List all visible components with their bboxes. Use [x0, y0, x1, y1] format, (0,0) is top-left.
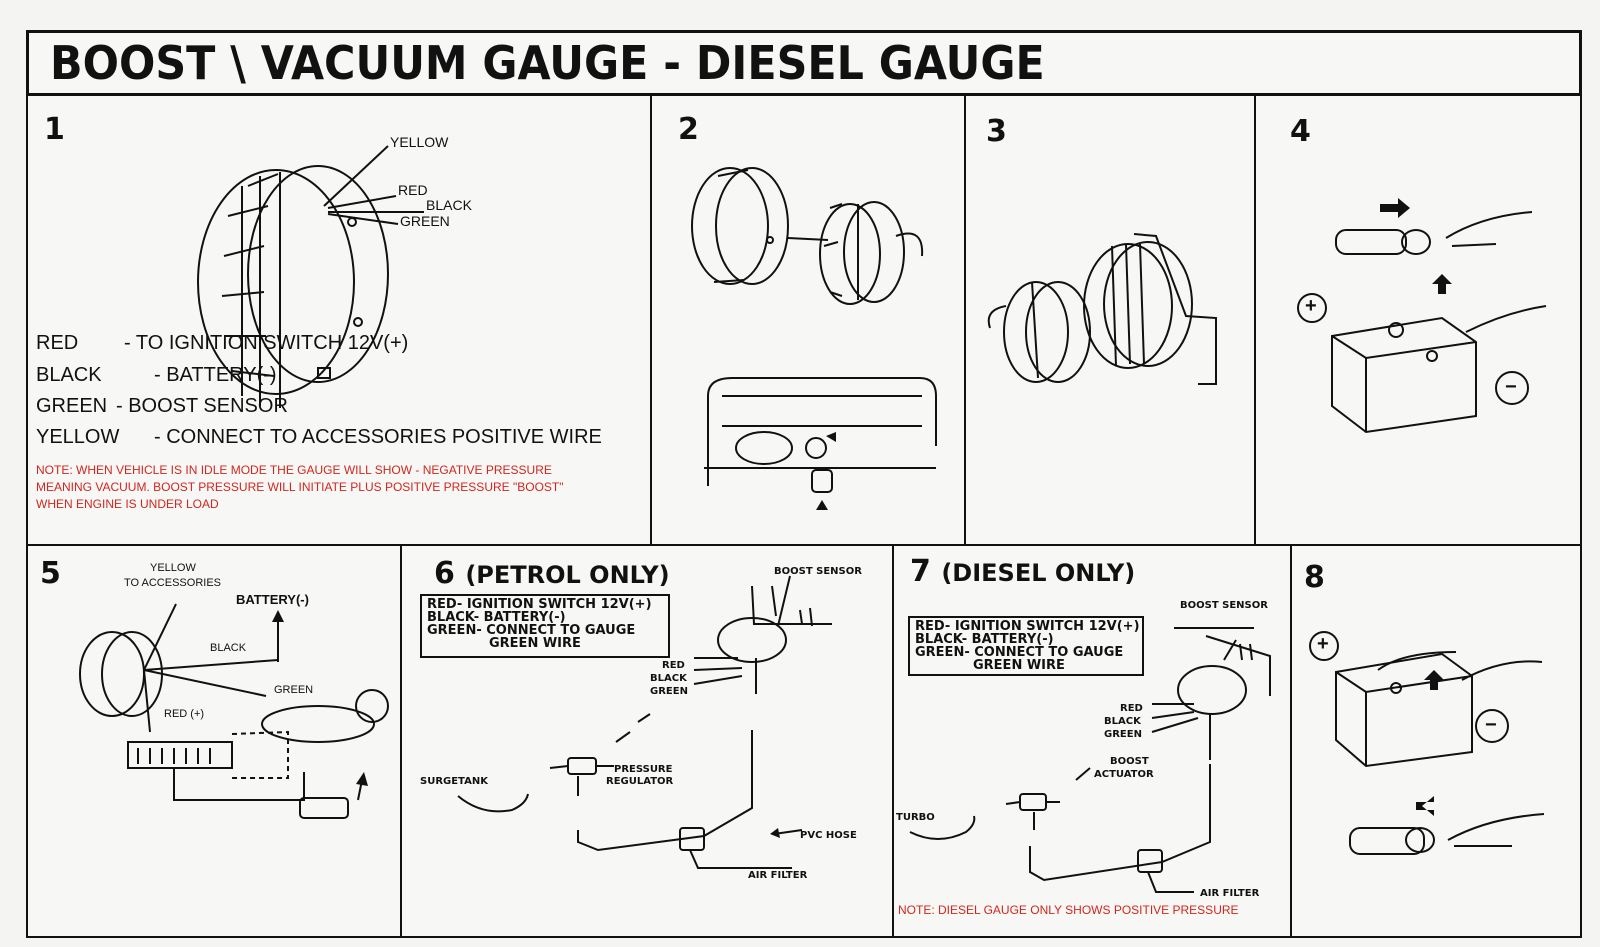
legend-yellow: YELLOW- CONNECT TO ACCESSORIES POSITIVE …	[36, 426, 602, 448]
wiring-diagram	[79, 603, 389, 819]
panel-2: 2	[650, 94, 966, 546]
panel-7: 7 (DIESEL ONLY) RED- IGNITION SWITCH 12V…	[892, 544, 1292, 938]
wire-label-black: BLACK	[426, 197, 472, 213]
diesel-hose-diagram	[909, 627, 1271, 893]
wire-red: RED	[662, 660, 685, 671]
gauge-wiring-illustration	[197, 145, 424, 408]
step-number: 2	[678, 112, 699, 147]
plus-symbol: +	[1317, 633, 1329, 655]
accessories-label: TO ACCESSORIES	[124, 577, 221, 589]
diesel-note: NOTE: DIESEL GAUGE ONLY SHOWS POSITIVE P…	[898, 903, 1239, 917]
bracket-illustration	[987, 233, 1217, 385]
title-bar: BOOST \ VACUUM GAUGE - DIESEL GAUGE	[26, 30, 1582, 96]
yellow-label: YELLOW	[150, 562, 196, 574]
wire-black: BLACK	[650, 673, 687, 684]
panel-6: 6 (PETROL ONLY) RED- IGNITION SWITCH 12V…	[400, 544, 894, 938]
step-number: 5	[40, 556, 61, 591]
battery-label: BATTERY(-)	[236, 592, 309, 607]
battery-reconnect-illustration	[1309, 631, 1545, 855]
wire-green: GREEN	[1104, 729, 1142, 740]
air-filter-label: AIR FILTER	[748, 870, 808, 881]
actuator-label: ACTUATOR	[1094, 769, 1154, 780]
surgetank-label: SURGETANK	[420, 776, 488, 787]
wire-red: RED	[1120, 703, 1143, 714]
boost-sensor-label: BOOST SENSOR	[774, 566, 862, 577]
panel-8: 8 + −	[1290, 544, 1582, 938]
panel-1: 1 YELLOW RED BLACK GREEN RED- TO IGNITIO…	[26, 94, 652, 546]
mounting-illustration	[691, 167, 937, 510]
regulator-label: REGULATOR	[606, 776, 674, 787]
panel-5: 5 YELLOW TO ACCESSORIES BATTERY(-) BLACK…	[26, 544, 402, 938]
air-filter-label: AIR FILTER	[1200, 888, 1260, 899]
petrol-hose-diagram	[457, 575, 832, 869]
step-number: 6 (PETROL ONLY)	[434, 556, 670, 591]
page-title: BOOST \ VACUUM GAUGE - DIESEL GAUGE	[50, 36, 1045, 90]
wire-label-yellow: YELLOW	[390, 134, 449, 150]
battery-disconnect-illustration	[1297, 198, 1547, 434]
idle-mode-note: NOTE: WHEN VEHICLE IS IN IDLE MODE THE G…	[36, 463, 564, 511]
minus-symbol: −	[1505, 376, 1517, 398]
wire-label-green: GREEN	[400, 213, 450, 229]
boost-label: BOOST	[1110, 756, 1149, 767]
boost-sensor-label: BOOST SENSOR	[1180, 600, 1268, 611]
step-number: 4	[1290, 114, 1311, 149]
red-label: RED (+)	[164, 708, 205, 720]
pressure-label: PRESSURE	[614, 764, 673, 775]
step-number: 1	[44, 112, 65, 147]
green-label: GREEN	[274, 684, 314, 696]
black-label: BLACK	[210, 642, 247, 654]
plus-symbol: +	[1305, 295, 1317, 317]
wire-label-red: RED	[398, 182, 428, 198]
legend-green: GREEN- BOOST SENSOR	[36, 395, 288, 417]
minus-symbol: −	[1485, 714, 1497, 736]
step-number: 8	[1304, 560, 1325, 595]
petrol-wiring-box: RED- IGNITION SWITCH 12V(+) BLACK- BATTE…	[420, 594, 670, 658]
diesel-wiring-box: RED- IGNITION SWITCH 12V(+) BLACK- BATTE…	[908, 616, 1144, 676]
panel-3: 3	[964, 94, 1256, 546]
step-number: 3	[986, 114, 1007, 149]
pvc-hose-label: PVC HOSE	[800, 830, 857, 841]
panel-4: 4 + −	[1254, 94, 1582, 546]
step-number: 7 (DIESEL ONLY)	[910, 554, 1136, 589]
wire-black: BLACK	[1104, 716, 1141, 727]
wire-green: GREEN	[650, 686, 688, 697]
legend-red: RED- TO IGNITION SWITCH 12V(+)	[36, 332, 409, 354]
turbo-label: TURBO	[896, 812, 935, 823]
legend-black: BLACK- BATTERY(-)	[36, 364, 277, 386]
